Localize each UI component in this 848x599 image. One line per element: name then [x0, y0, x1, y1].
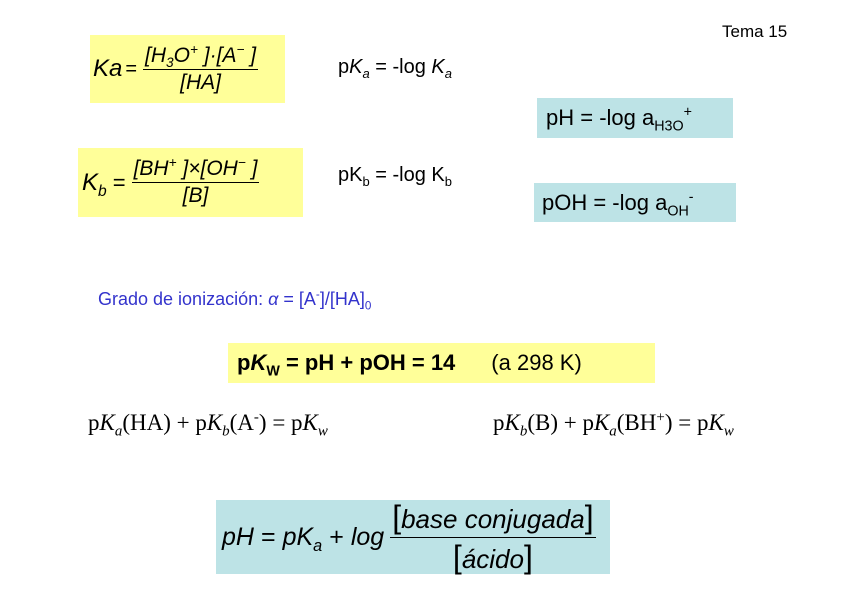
topic-label: Tema 15 — [722, 22, 788, 41]
kb-fraction: [BH+ ]×[OH− ] [B] — [131, 156, 260, 208]
poh-definition-box: pOH = -log aOH- — [534, 183, 736, 222]
ph-symbol: pH — [222, 522, 254, 551]
ka-denominator: [HA] — [180, 70, 221, 94]
hh-numerator: [base conjugada] — [390, 499, 596, 538]
pkb-definition: pKb = -log Kb — [338, 164, 452, 189]
ph-definition: pH = -log aH3O+ — [546, 104, 692, 135]
equals-sign: = — [125, 57, 138, 80]
ka-fraction: [H3O+ ]·[A− ] [HA] — [143, 41, 259, 95]
ka-equation-box: Ka = [H3O+ ]·[A− ] [HA] — [90, 35, 285, 103]
conjugate-relation-base: pKb(B) + pKa(BH+) = pKw — [493, 409, 734, 440]
kb-numerator: [BH+ ]×[OH− ] — [131, 156, 260, 183]
ph-definition-box: pH = -log aH3O+ — [537, 98, 733, 138]
kb-equation-box: Kb = [BH+ ]×[OH− ] [B] — [78, 148, 303, 217]
log-term: log — [350, 522, 385, 551]
hh-fraction: [base conjugada] [ácido] — [390, 499, 596, 576]
kb-denominator: [B] — [182, 184, 209, 207]
henderson-hasselbalch-box: pH = pKa + log [base conjugada] [ácido] — [216, 499, 610, 576]
kb-symbol: Kb — [82, 168, 107, 200]
ka-symbol: Ka — [93, 55, 123, 82]
pka-definition: pKa = -log Ka — [338, 56, 452, 81]
temperature-condition: (a 298 K) — [491, 350, 582, 375]
hh-denominator: [ácido] — [452, 538, 533, 575]
ionization-degree: Grado de ionización: α = [A-]/[HA]0 — [98, 288, 372, 313]
kw-relation: pKW = pH + pOH = 14 — [237, 350, 456, 380]
conjugate-relation-acid: pKa(HA) + pKb(A-) = pKw — [88, 409, 328, 440]
equals-sign: = — [260, 522, 276, 551]
plus-sign: + — [329, 522, 344, 551]
kw-relation-box: pKW = pH + pOH = 14 (a 298 K) — [228, 343, 655, 383]
ka-numerator: [H3O+ ]·[A− ] — [143, 41, 259, 70]
pka-term: pKa — [282, 522, 323, 555]
poh-definition: pOH = -log aOH- — [542, 189, 694, 219]
equals-sign: = — [112, 169, 126, 195]
